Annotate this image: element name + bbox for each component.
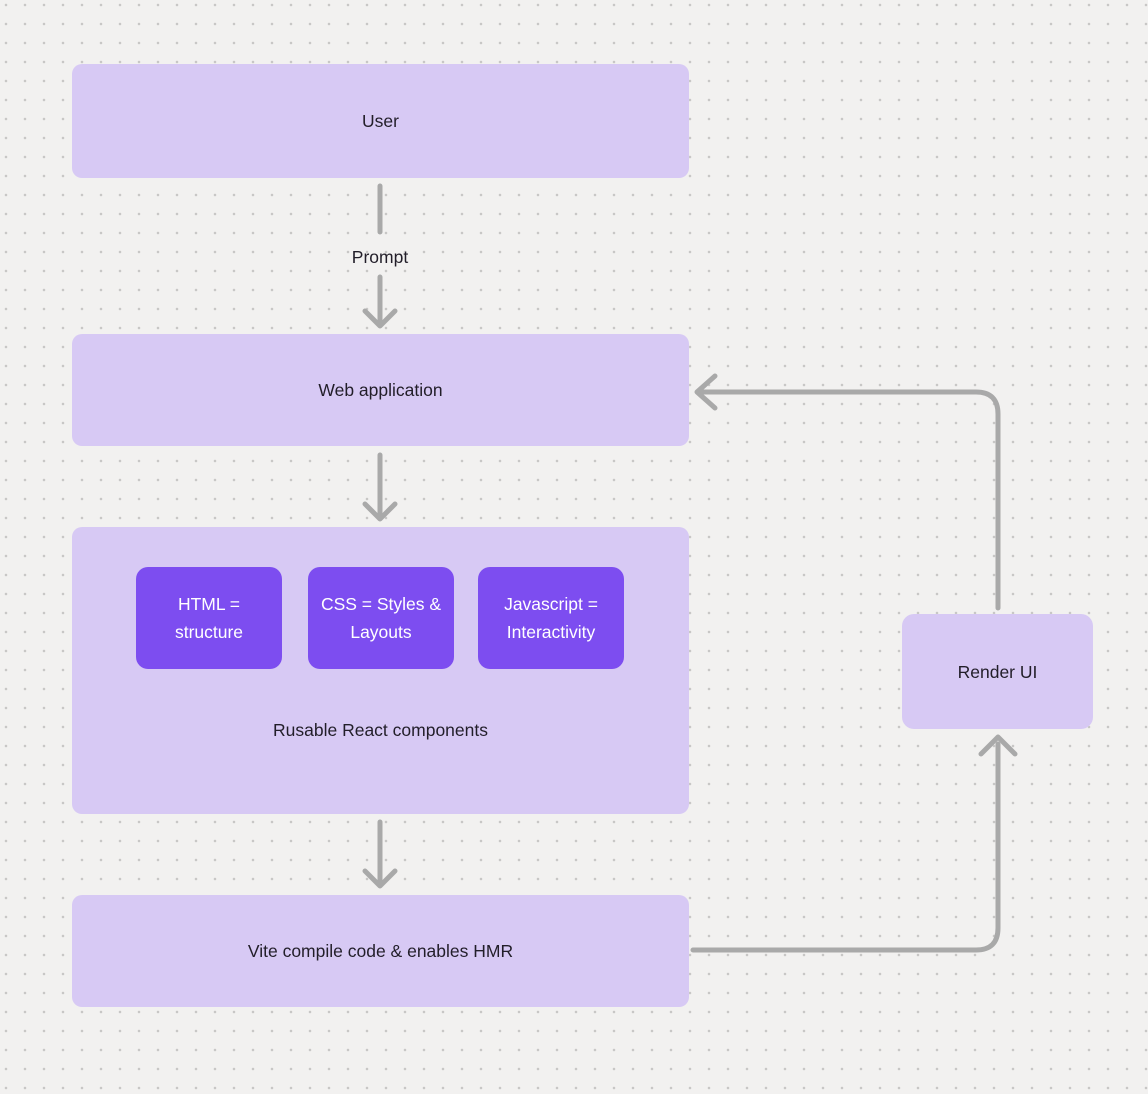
arrow-vite-to-render bbox=[690, 741, 1001, 953]
node-web-application-label: Web application bbox=[318, 380, 443, 400]
arrowhead-up-icon bbox=[978, 734, 1018, 757]
node-user[interactable]: User bbox=[72, 64, 689, 178]
node-render-ui[interactable]: Render UI bbox=[902, 614, 1093, 729]
node-user-label: User bbox=[362, 111, 399, 131]
arrow-render-to-web bbox=[700, 389, 1001, 611]
group-react-components[interactable]: HTML = structure CSS = Styles & Layouts … bbox=[72, 527, 689, 814]
chip-html[interactable]: HTML = structure bbox=[136, 567, 282, 669]
chip-css[interactable]: CSS = Styles & Layouts bbox=[308, 567, 454, 669]
arrowhead-down-icon bbox=[362, 308, 398, 329]
node-web-application[interactable]: Web application bbox=[72, 334, 689, 446]
chip-javascript-label: Javascript = Interactivity bbox=[504, 594, 598, 642]
node-render-ui-label: Render UI bbox=[957, 661, 1038, 682]
arrowhead-down-icon bbox=[362, 868, 398, 889]
arrowhead-down-icon bbox=[362, 501, 398, 522]
chip-javascript[interactable]: Javascript = Interactivity bbox=[478, 567, 624, 669]
edge-label-prompt: Prompt bbox=[351, 247, 409, 267]
group-react-components-label: Rusable React components bbox=[273, 720, 488, 740]
node-vite-label: Vite compile code & enables HMR bbox=[247, 941, 514, 961]
chip-css-label: CSS = Styles & Layouts bbox=[320, 594, 442, 642]
chip-html-label: HTML = structure bbox=[174, 594, 244, 642]
arrowhead-left-icon bbox=[694, 373, 718, 411]
node-vite[interactable]: Vite compile code & enables HMR bbox=[72, 895, 689, 1007]
